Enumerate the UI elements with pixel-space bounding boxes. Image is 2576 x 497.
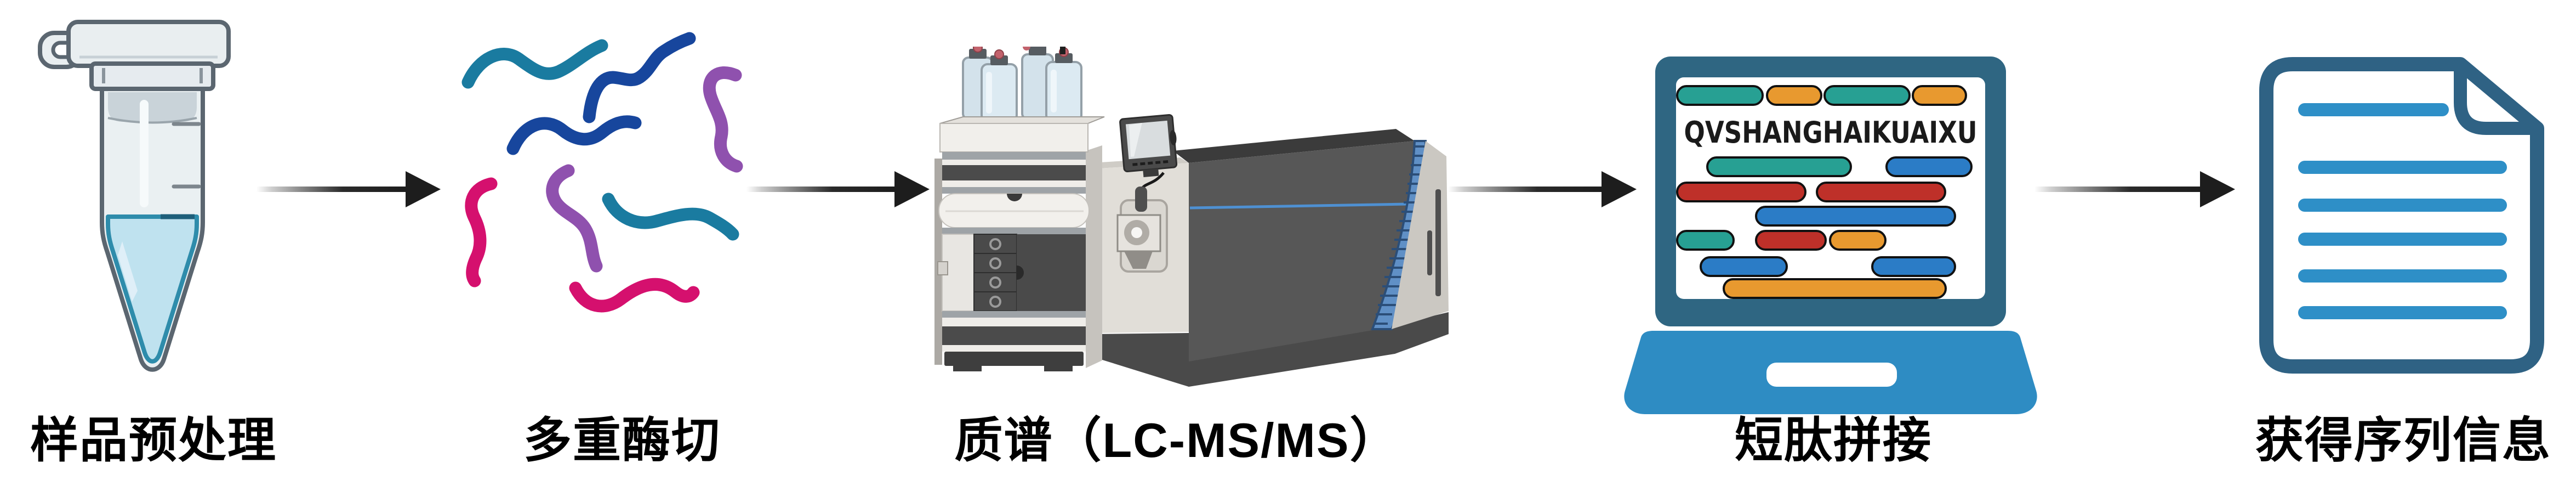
fragment-bar-blue <box>1755 206 1956 227</box>
stage-label-sample-prep: 样品预处理 <box>30 413 277 467</box>
document-fold-corner <box>2454 58 2544 135</box>
flow-arrow-3 <box>1448 171 1637 207</box>
flow-arrow-4 <box>2034 171 2235 207</box>
fragment-bar-blue <box>1700 256 1788 277</box>
fragment-bar-orange <box>1766 85 1822 106</box>
tube-mouth-shade <box>108 92 197 122</box>
ion-source <box>1116 187 1168 273</box>
sequence-document-icon <box>2259 57 2544 374</box>
stage-label-peptide-assembly: 短肽拼接 <box>1734 413 1933 467</box>
microcentrifuge-tube-icon <box>38 20 231 372</box>
side-panel <box>1392 141 1449 329</box>
peptide-strand-purple <box>703 66 743 173</box>
lc-ms-ms-instrument-icon <box>934 47 1449 387</box>
solvent-bottles <box>962 47 1082 122</box>
fragment-bar-red <box>1755 230 1827 251</box>
stage-label-enzyme-digestion: 多重酶切 <box>523 413 721 467</box>
fragment-bar-blue <box>1871 256 1956 277</box>
monitor-buttons <box>1132 160 1169 166</box>
peptide-strand-magenta <box>465 177 498 287</box>
stage-label-mass-spectrometry: 质谱（LC-MS/MS） <box>954 413 1399 467</box>
laptop-alignment-icon: QVSHANGHAIKUAIXU <box>1624 57 2037 414</box>
fragment-bar-teal <box>1676 85 1764 106</box>
arrow-shaft <box>257 187 406 192</box>
peptide-strand-purple <box>546 164 603 273</box>
document-page <box>2259 57 2544 374</box>
arrow-shaft <box>1448 187 1602 192</box>
arrow-shaft <box>746 187 894 192</box>
fragment-bar-teal <box>1823 85 1911 106</box>
accent-stripe <box>1189 202 1407 210</box>
tube-mouth-edge <box>107 117 197 124</box>
flow-arrow-1 <box>257 171 441 207</box>
monitor-icon <box>1119 114 1178 177</box>
tube-liquid <box>106 214 199 364</box>
mass-spec-body <box>1091 129 1449 387</box>
laptop-trackpad-notch <box>1766 363 1897 387</box>
solvent-bottle <box>981 49 1018 122</box>
fragment-bar-teal <box>1676 230 1735 251</box>
side-slot <box>1427 230 1432 275</box>
peptide-strands-icon <box>461 32 743 313</box>
fragment-bar-blue <box>1885 156 1973 177</box>
fragment-bar-orange <box>1829 230 1887 251</box>
arrow-head-icon <box>894 171 930 207</box>
arrow-head-icon <box>2200 171 2235 207</box>
tube-collar <box>89 61 215 91</box>
drawer-stack <box>973 234 1017 312</box>
fragment-bar-teal <box>1706 156 1852 177</box>
assembled-sequence-text: QVSHANGHAIKUAIXU <box>1684 115 1977 150</box>
peptide-fragment-bars <box>1676 85 1973 299</box>
fragment-bar-red <box>1816 182 1946 202</box>
arrow-head-icon <box>1602 171 1637 207</box>
hplc-tower <box>934 47 1105 371</box>
peptide-strand-blue <box>506 115 642 155</box>
stage-label-sequence-info: 获得序列信息 <box>2255 413 2552 467</box>
fragment-bar-red <box>1676 182 1806 202</box>
flow-arrow-2 <box>746 171 930 207</box>
tube-cap <box>66 20 231 68</box>
tube-liquid-highlight <box>118 241 138 302</box>
peptide-strand-magenta <box>569 278 700 313</box>
arrow-head-icon <box>406 171 441 207</box>
fragment-bar-orange <box>1912 85 1967 106</box>
peptide-strand-teal <box>461 39 608 89</box>
fragment-bar-orange <box>1723 278 1947 299</box>
peptide-strand-teal <box>602 193 739 241</box>
peptide-strand-blue <box>583 32 696 123</box>
side-slot <box>1435 189 1441 296</box>
arrow-shaft <box>2034 187 2200 192</box>
